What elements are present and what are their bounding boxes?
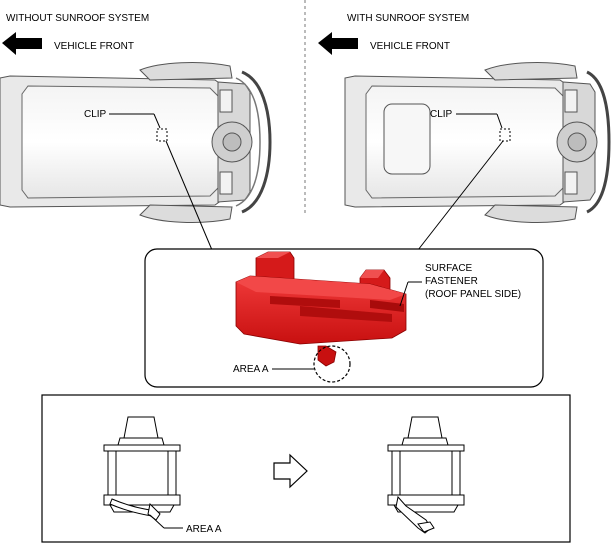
area-a-circle (313, 345, 351, 383)
clip-label-right: CLIP (430, 109, 453, 120)
area-a-label-detail: AREA A (233, 364, 269, 375)
bottom-illustration: AREA A (41, 394, 571, 543)
sunroof-opening (383, 103, 431, 175)
arrow-left-icon (2, 32, 42, 55)
arrow-right-icon (273, 453, 308, 489)
vehicle-front-label-right: VEHICLE FRONT (370, 41, 450, 52)
area-a-label-bottom: AREA A (186, 524, 222, 535)
surface-fastener-part (235, 251, 407, 367)
vehicle-front-label-left: VEHICLE FRONT (54, 41, 134, 52)
panel-without-sunroof: WITHOUT SUNROOF SYSTEM VEHICLE FRONT CLI… (0, 13, 272, 223)
panel-with-sunroof: WITH SUNROOF SYSTEM VEHICLE FRONT CLIP (318, 13, 611, 223)
zoom-line-left (165, 140, 213, 251)
fastener-label-line2: FASTENER (425, 276, 478, 287)
zoom-line-right (417, 140, 504, 251)
vehicle-roof-left (0, 62, 272, 223)
arrow-left-icon (318, 32, 358, 55)
panel-title-right: WITH SUNROOF SYSTEM (347, 13, 469, 24)
fastener-label-line3: (ROOF PANEL SIDE) (425, 289, 521, 300)
clip-marker-right (499, 128, 511, 142)
fastener-label-line1: SURFACE (425, 263, 473, 274)
clip-label-left: CLIP (84, 109, 107, 120)
clip-after (387, 416, 465, 534)
vehicle-roof-right (344, 62, 611, 223)
panel-title-left: WITHOUT SUNROOF SYSTEM (6, 13, 149, 24)
detail-callout: SURFACE FASTENER (ROOF PANEL SIDE) AREA … (144, 248, 544, 388)
clip-marker-left (156, 128, 168, 142)
clip-before (103, 416, 181, 521)
